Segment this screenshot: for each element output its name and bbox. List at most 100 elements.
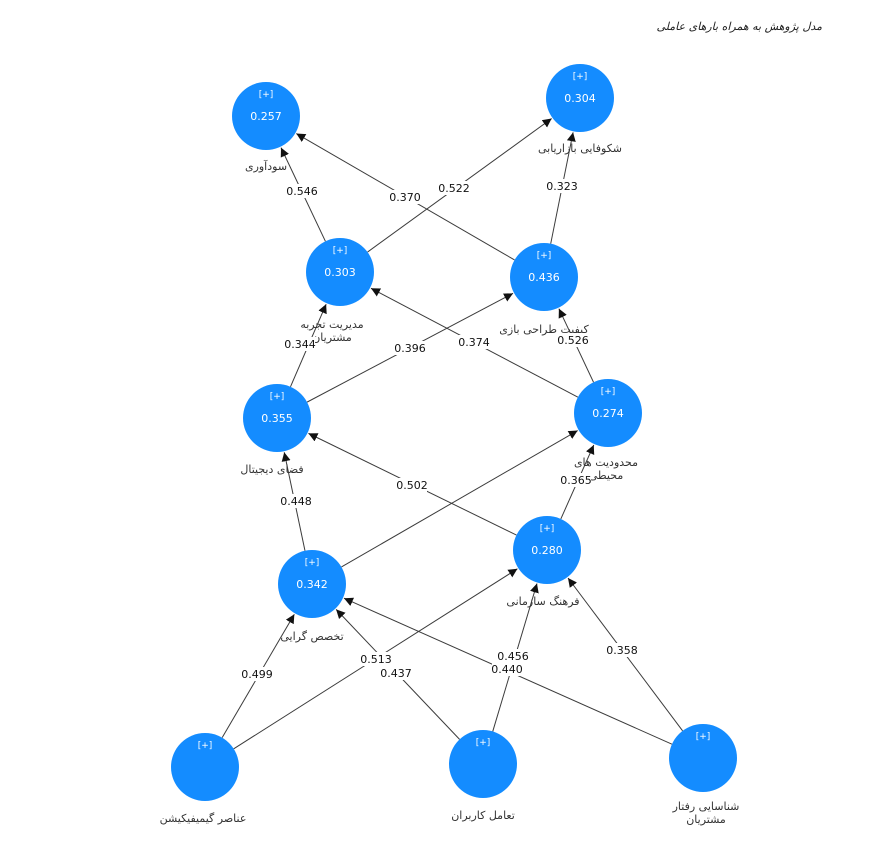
edge-weight-bg (361, 652, 391, 666)
node-label: تعامل کاربران (451, 809, 515, 822)
node-label: فضای دیجیتال (240, 463, 303, 476)
edge-weight-label: 0.513 (360, 652, 392, 666)
edge-weight-label: 0.448 (280, 494, 312, 508)
node-r-squared-value: 0.257 (250, 110, 282, 123)
node-circle[interactable] (232, 82, 300, 150)
edge-weight-label: 0.437 (380, 666, 412, 680)
edge-weight-text: 0.437 (380, 667, 412, 680)
edge-weight-bg (492, 662, 522, 676)
expand-toggle[interactable]: [+] (601, 387, 616, 397)
node-circle[interactable] (546, 64, 614, 132)
edge-weight-label: 0.546 (286, 184, 318, 198)
node-label: تخصص گرایی (280, 630, 343, 643)
edge-weight-text: 0.323 (546, 180, 578, 193)
node-r-squared-value: 0.342 (296, 578, 328, 591)
expand-toggle[interactable]: [+] (537, 251, 552, 261)
expand-toggle[interactable]: [+] (540, 524, 555, 534)
node-circle[interactable] (513, 516, 581, 584)
edge-weight-text: 0.513 (360, 653, 392, 666)
node-circle[interactable] (278, 550, 346, 618)
node-specialization[interactable]: [+] 0.342 تخصص گرایی (278, 550, 346, 643)
node-r-squared-value: 0.355 (261, 412, 293, 425)
edge-weight-label: 0.365 (560, 473, 592, 487)
edge-weight-text: 0.522 (438, 182, 470, 195)
edge-weight-bg (281, 494, 311, 508)
node-label: کیفیت طراحی بازی (499, 323, 589, 336)
edge-weight-text: 0.440 (491, 663, 523, 676)
node-circle[interactable] (243, 384, 311, 452)
edge-weight-text: 0.546 (286, 185, 318, 198)
node-circle[interactable] (171, 733, 239, 801)
edge-weight-bg (381, 666, 411, 680)
edge-weight-label: 0.374 (458, 335, 490, 349)
edge-weight-bg (498, 649, 528, 663)
edge-weight-text: 0.370 (389, 191, 421, 204)
node-circle[interactable] (306, 238, 374, 306)
node-game-design-quality[interactable]: [+] 0.436 کیفیت طراحی بازی (499, 243, 589, 336)
node-circle[interactable] (669, 724, 737, 792)
node-label: فرهنگ سازمانی (506, 595, 579, 608)
expand-toggle[interactable]: [+] (198, 741, 213, 751)
edge-weight-text: 0.365 (560, 474, 592, 487)
edge-weight-label: 0.440 (491, 662, 523, 676)
edge-weight-text: 0.448 (280, 495, 312, 508)
edge-weight-text: 0.396 (394, 342, 426, 355)
node-label: محیطی (589, 469, 624, 482)
expand-toggle[interactable]: [+] (305, 558, 320, 568)
edge-weight-bg (607, 643, 637, 657)
edge-weight-label: 0.522 (438, 181, 470, 195)
edge-weight-label: 0.502 (396, 478, 428, 492)
edge-weight-bg (390, 190, 420, 204)
node-label: مدیریت تجربه (300, 318, 363, 331)
edge-weight-text: 0.499 (241, 668, 273, 681)
node-r-squared-value: 0.436 (528, 271, 560, 284)
node-r-squared-value: 0.304 (564, 92, 596, 105)
node-circle[interactable] (510, 243, 578, 311)
node-label: محدودیت های (574, 456, 638, 469)
node-user-interaction[interactable]: [+] تعامل کاربران (449, 730, 517, 822)
edge-weight-text: 0.456 (497, 650, 529, 663)
edge-weight-label: 0.396 (394, 341, 426, 355)
expand-toggle[interactable]: [+] (270, 392, 285, 402)
edge-weight-label: 0.344 (284, 337, 316, 351)
edge-weight-label: 0.499 (241, 667, 273, 681)
expand-toggle[interactable]: [+] (333, 246, 348, 256)
node-digital-space[interactable]: [+] 0.355 فضای دیجیتال (240, 384, 311, 476)
edge-weight-bg (287, 184, 317, 198)
diagram-title: مدل پژوهش به همراه بارهای عاملی (656, 20, 822, 33)
node-label: مشتریان (312, 331, 352, 344)
node-gamification[interactable]: [+]عناصر گیمیفیکیشن (160, 733, 247, 825)
node-market-flourish[interactable]: [+] 0.304 شکوفایی بازاریابی (538, 64, 622, 155)
expand-toggle[interactable]: [+] (696, 732, 711, 742)
edge-weight-label: 0.358 (606, 643, 638, 657)
expand-toggle[interactable]: [+] (259, 90, 274, 100)
edge-weight-text: 0.358 (606, 644, 638, 657)
node-circle[interactable] (449, 730, 517, 798)
edge-weight-label: 0.526 (557, 333, 589, 347)
node-label: مشتریان (686, 813, 726, 826)
node-label: شکوفایی بازاریابی (538, 142, 622, 155)
expand-toggle[interactable]: [+] (573, 72, 588, 82)
edge-weight-label: 0.370 (389, 190, 421, 204)
edge-weight-bg (558, 333, 588, 347)
edge-weight-bg (561, 473, 591, 487)
edge-weight-text: 0.374 (458, 336, 490, 349)
edge-specialization-to-env_constraints (341, 430, 578, 568)
edge-weight-bg (397, 478, 427, 492)
edge-weight-bg (439, 181, 469, 195)
edge-weight-text: 0.526 (557, 334, 589, 347)
node-r-squared-value: 0.274 (592, 407, 624, 420)
node-circle[interactable] (574, 379, 642, 447)
edge-weight-text: 0.344 (284, 338, 316, 351)
edge-weight-bg (395, 341, 425, 355)
node-label: شناسایی رفتار (672, 800, 740, 813)
expand-toggle[interactable]: [+] (476, 738, 491, 748)
